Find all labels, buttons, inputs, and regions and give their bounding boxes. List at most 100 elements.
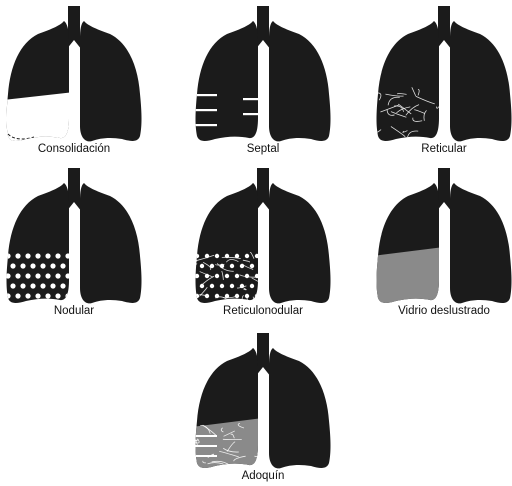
caption-vidrio-deslustrado: Vidrio deslustrado [364, 305, 512, 317]
nodule [235, 254, 239, 258]
panel-reticulonodular: Reticulonodular [183, 168, 343, 318]
reticular-line [184, 433, 193, 444]
nodule [35, 253, 40, 258]
septal-line [195, 435, 217, 437]
nodule [15, 253, 20, 258]
septal-line [195, 455, 217, 457]
lung-diagram-reticular [364, 6, 512, 146]
ground-glass-area [183, 418, 263, 473]
lung-diagram-consolidacion [0, 6, 154, 146]
panel-consolidacion: Consolidación [0, 6, 154, 156]
consolidation-area [0, 92, 74, 146]
nodule [225, 274, 229, 278]
nodule [60, 263, 65, 268]
nodule [10, 263, 15, 268]
right-lung [7, 183, 70, 303]
nodule [255, 274, 259, 278]
nodule [15, 273, 20, 278]
reticular-line [183, 263, 197, 268]
left-lung [269, 21, 331, 141]
panel-septal: Septal [183, 6, 343, 156]
reticular-line [365, 91, 378, 95]
nodule [55, 253, 60, 258]
nodule [20, 283, 25, 288]
nodule [25, 273, 30, 278]
left-lung [80, 21, 142, 141]
nodule [210, 264, 214, 268]
left-lung [450, 183, 512, 303]
nodule [60, 283, 65, 288]
nodule [255, 294, 259, 298]
nodule [35, 273, 40, 278]
nodule [245, 254, 249, 258]
nodule [65, 253, 70, 258]
nodule [55, 293, 60, 298]
nodule [210, 284, 214, 288]
nodule [215, 274, 219, 278]
reticular-line [367, 134, 377, 142]
nodule [55, 273, 60, 278]
nodule [50, 283, 55, 288]
nodule [20, 263, 25, 268]
right-lung [377, 21, 440, 141]
pattern-region [0, 92, 74, 146]
lung-diagram-septal [183, 6, 343, 146]
nodule [30, 263, 35, 268]
nodule [65, 273, 70, 278]
reticular-line [191, 463, 196, 469]
nodule [200, 264, 204, 268]
ground-glass-area [364, 247, 444, 308]
nodule [5, 273, 10, 278]
caption-septal: Septal [183, 143, 343, 155]
panel-vidrio-deslustrado: Vidrio deslustrado [364, 168, 512, 318]
nodule [10, 283, 15, 288]
caption-consolidacion: Consolidación [0, 143, 154, 155]
left-lung [80, 183, 142, 303]
lung-diagram-nodular [0, 168, 154, 308]
nodule [205, 274, 209, 278]
nodule [240, 264, 244, 268]
nodule [205, 254, 209, 258]
left-lung [269, 348, 331, 468]
reticular-line [370, 126, 372, 132]
septal-line [243, 98, 260, 100]
nodule [25, 253, 30, 258]
nodule [195, 294, 199, 298]
nodule [230, 284, 234, 288]
nodule [5, 253, 10, 258]
nodule [215, 254, 219, 258]
nodule [50, 263, 55, 268]
nodule [230, 264, 234, 268]
nodule [240, 284, 244, 288]
caption-reticulonodular: Reticulonodular [183, 305, 343, 317]
nodule [250, 264, 254, 268]
nodule [255, 254, 259, 258]
septal-line [195, 445, 217, 447]
reticular-line [371, 107, 376, 110]
septal-line [195, 124, 217, 126]
nodule [70, 263, 75, 268]
septal-line [243, 113, 260, 115]
nodule [25, 293, 30, 298]
caption-nodular: Nodular [0, 305, 154, 317]
nodule [195, 274, 199, 278]
nodule [40, 283, 45, 288]
nodule [30, 283, 35, 288]
reticular-line [189, 436, 191, 447]
lung-diagram-adoquin [183, 333, 343, 473]
nodule [45, 273, 50, 278]
left-lung [450, 21, 512, 141]
nodule [5, 293, 10, 298]
nodule [215, 294, 219, 298]
nodule [260, 264, 264, 268]
nodule [260, 284, 264, 288]
nodule [45, 293, 50, 298]
nodule [220, 284, 224, 288]
nodule [220, 264, 224, 268]
nodule [225, 254, 229, 258]
panel-adoquin: Adoquín [183, 333, 343, 483]
lung-diagram-reticulonodular [183, 168, 343, 308]
lung-diagram-vidrio-deslustrado [364, 168, 512, 308]
reticular-line [193, 271, 195, 282]
pattern-region [364, 247, 444, 308]
